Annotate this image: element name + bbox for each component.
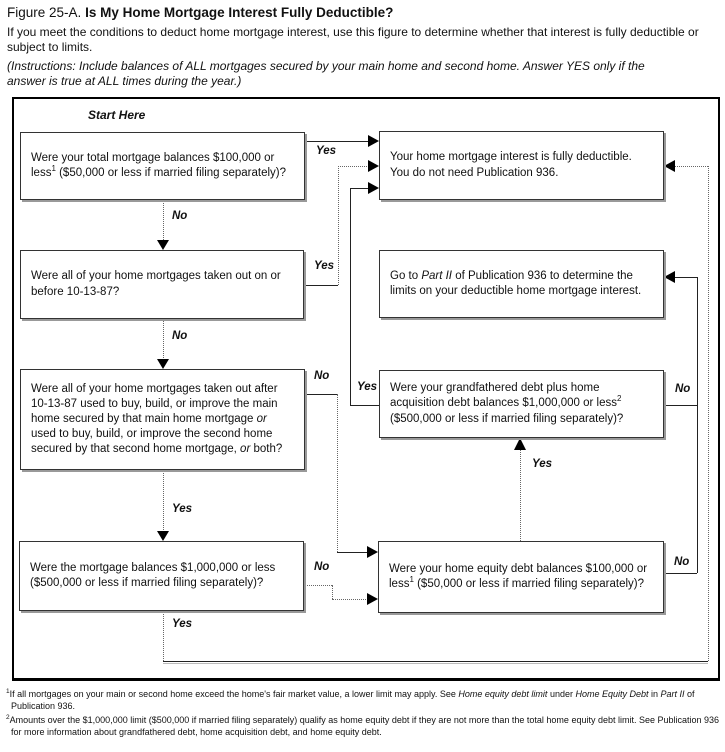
connector-home-equity-yes-line xyxy=(520,450,521,541)
connector-q1-no-line xyxy=(163,200,164,240)
arrowhead-q2-no xyxy=(157,359,169,369)
connector-q2-no-line xyxy=(163,319,164,360)
footnote-ref-1: 1 xyxy=(51,164,56,174)
label-q3-no: No xyxy=(312,370,332,382)
box-fully-deductible-result: Your home mortgage interest is fully ded… xyxy=(379,131,664,200)
box-total-mortgage-balance-question: Were your total mortgage balances $100,0… xyxy=(20,132,305,200)
connector-q4-no-entry-line xyxy=(332,599,368,600)
connector-part2-entry-line xyxy=(675,277,697,278)
box-text: Were the mortgage balances $1,000,000 or… xyxy=(30,561,276,589)
connector-q3-no-drop-line xyxy=(337,394,338,552)
intro-text: If you meet the conditions to deduct hom… xyxy=(7,25,699,54)
box-text: Go to Part II of Publication 936 to dete… xyxy=(390,269,642,297)
connector-home-equity-no-line xyxy=(664,573,697,574)
connector-q3-no-entry-line xyxy=(337,552,368,553)
box-go-to-part2-result: Go to Part II of Publication 936 to dete… xyxy=(379,250,664,318)
label-q1-no: No xyxy=(170,210,190,222)
box-buy-build-improve-question: Were all of your home mortgages taken ou… xyxy=(20,369,305,470)
box-home-equity-question: Were your home equity debt balances $100… xyxy=(378,541,664,613)
label-q4-yes: Yes xyxy=(170,618,195,630)
connector-q2-yes-rise-line xyxy=(338,166,339,285)
connector-grandfathered-yes-rise-line xyxy=(350,188,351,405)
label-home-equity-yes: Yes xyxy=(530,458,555,470)
label-q2-no: No xyxy=(170,330,190,342)
start-here-label: Start Here xyxy=(88,108,146,122)
label-q2-yes: Yes xyxy=(312,260,337,272)
connector-grandfathered-yes-exit-line xyxy=(350,405,379,406)
label-grandfathered-yes: Yes xyxy=(355,381,380,393)
arrowhead-q1-no xyxy=(157,240,169,250)
arrowhead-home-equity-yes xyxy=(514,438,526,450)
arrowhead-q3-no xyxy=(367,546,378,558)
connector-bottom-run-line xyxy=(163,661,708,662)
label-q4-no: No xyxy=(312,561,332,573)
box-mortgage-1m-question: Were the mortgage balances $1,000,000 or… xyxy=(19,541,304,611)
label-q1-yes: Yes xyxy=(314,145,339,157)
box-text: Were your grandfathered debt plus home a… xyxy=(390,382,624,425)
box-text: Your home mortgage interest is fully ded… xyxy=(390,151,632,179)
label-home-equity-no: No xyxy=(672,556,692,568)
box-grandfathered-debt-question: Were your grandfathered debt plus home a… xyxy=(379,370,664,438)
box-text: Were all of your home mortgages taken ou… xyxy=(31,270,281,298)
footnote-1: 1If all mortgages on your main or second… xyxy=(6,688,695,711)
arrowhead-q2-yes xyxy=(368,160,379,172)
footnotes: 1If all mortgages on your main or second… xyxy=(6,688,722,741)
connector-q4-no-drop-line xyxy=(332,585,333,599)
footnote-ref-1: 1 xyxy=(409,575,414,585)
connector-q1-yes-line xyxy=(305,141,369,142)
page-title: Figure 25-A. Is My Home Mortgage Interes… xyxy=(7,5,393,20)
connector-q2-yes-exit-line xyxy=(304,285,338,286)
connector-right-rise-line xyxy=(708,166,709,661)
label-q3-yes: Yes xyxy=(170,503,195,515)
connector-no-join-rise-line xyxy=(697,277,698,573)
arrowhead-q3-yes xyxy=(157,531,169,541)
arrowhead-q4-no xyxy=(367,593,378,605)
box-text: Were all of your home mortgages taken ou… xyxy=(31,382,283,456)
connector-q3-no-exit-line xyxy=(305,394,338,395)
arrowhead-fully-deductible-right xyxy=(664,160,675,172)
connector-q4-no-exit-line xyxy=(304,585,332,586)
connector-fully-deductible-right-entry-line xyxy=(675,166,708,167)
connector-grandfathered-yes-entry-line xyxy=(350,188,369,189)
label-grandfathered-no: No xyxy=(673,383,693,395)
box-text: Were your home equity debt balances $100… xyxy=(389,562,648,590)
figure-heading: Is My Home Mortgage Interest Fully Deduc… xyxy=(85,5,394,20)
instructions-text: (Instructions: Include balances of ALL m… xyxy=(7,59,645,88)
arrowhead-part2-right xyxy=(664,271,675,283)
connector-grandfathered-no-line xyxy=(664,405,697,406)
footnote-2: 2Amounts over the $1,000,000 limit ($500… xyxy=(6,714,720,738)
connector-q3-yes-line xyxy=(163,470,164,532)
connector-q2-yes-entry-line xyxy=(338,166,369,167)
arrowhead-grandfathered-yes xyxy=(368,182,379,194)
figure-label: Figure 25-A. xyxy=(7,5,82,20)
arrowhead-q1-yes xyxy=(368,135,379,147)
footnote-ref-2: 2 xyxy=(616,394,622,404)
box-before-101387-question: Were all of your home mortgages taken ou… xyxy=(20,250,304,319)
box-text: Were your total mortgage balances $100,0… xyxy=(31,151,287,179)
connector-q4-yes-drop-line xyxy=(163,611,164,661)
